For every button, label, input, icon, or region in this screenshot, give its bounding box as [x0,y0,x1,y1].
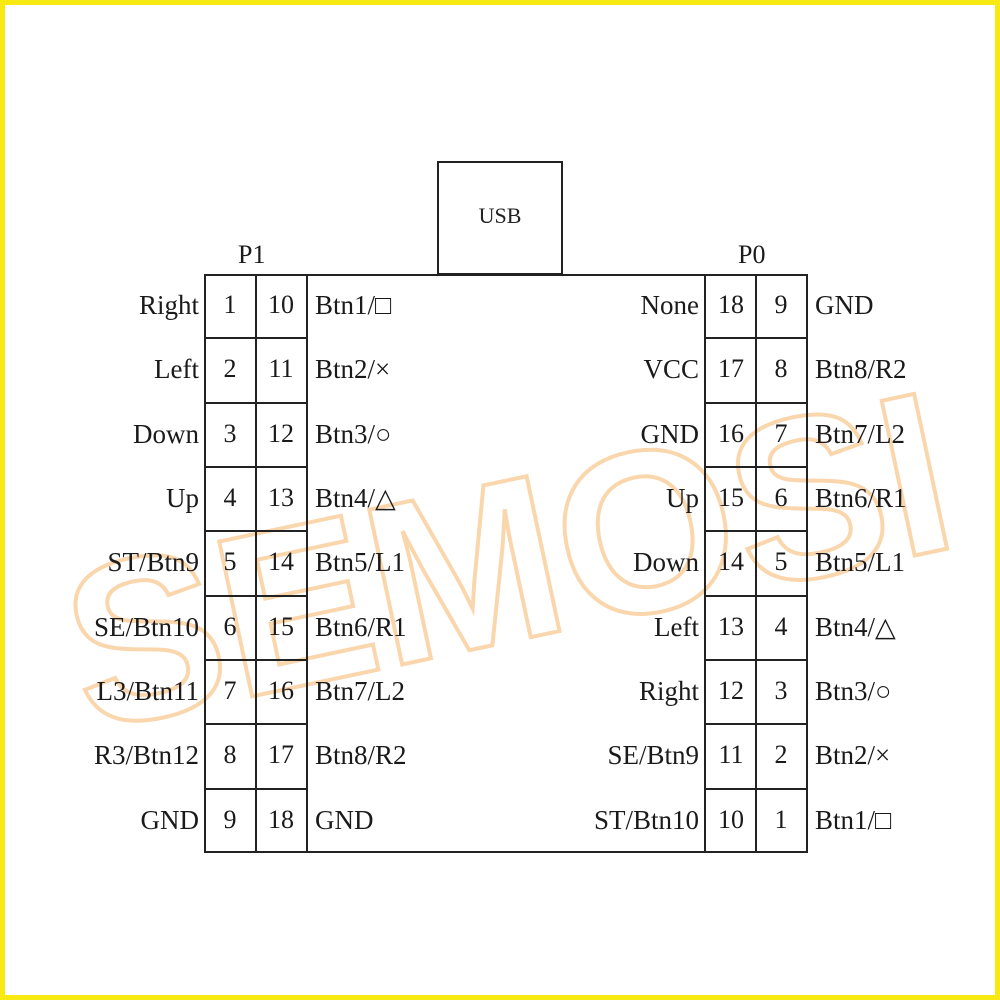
pin-number: 9 [223,804,237,834]
pin-number: 13 [718,611,744,641]
pin-row-divider [705,723,808,725]
pin-number: 16 [268,675,294,705]
pin-row-divider [204,402,307,404]
pin-signal-label: GND [815,290,874,320]
pin-signal-label: Up [666,482,699,513]
pin-signal-label: GND [140,804,200,835]
pin-signal-label: Btn4/△ [315,482,396,513]
pin-signal-label: Down [133,418,199,449]
pin-row-divider [705,402,808,404]
pin-row-divider [204,788,307,790]
pin-signal-label: VCC [643,354,699,385]
usb-label: USB [478,203,522,228]
pin-row-divider [705,595,808,597]
pin-signal-label: GND [640,418,700,449]
pin-row-divider [204,530,307,532]
pin-number: 11 [268,354,294,384]
pin-number: 7 [774,418,788,448]
p0-header: P0 [738,240,766,269]
pin-number: 8 [774,354,788,384]
pin-signal-label: Btn1/□ [815,804,892,835]
pin-number: 4 [223,482,237,512]
pin-signal-label: Up [166,482,199,513]
pin-signal-label: Btn6/R1 [815,482,907,513]
pin-signal-label: Btn2/× [315,354,391,385]
pin-row-divider [204,466,307,468]
pin-signal-label: ST/Btn10 [593,804,699,835]
pin-number: 10 [268,290,294,319]
pin-signal-label: R3/Btn12 [93,740,199,771]
pin-number: 8 [223,740,237,770]
pin-number: 9 [774,290,788,319]
pin-number: 18 [718,290,744,319]
pin-signal-label: Right [138,290,199,320]
pin-signal-label: None [640,290,699,320]
pin-number: 16 [718,418,744,448]
pin-signal-label: ST/Btn9 [107,547,199,578]
pin-signal-label: Btn5/L1 [315,547,406,578]
pin-row-divider [204,337,307,339]
pin-number: 3 [223,418,237,448]
pin-signal-label: Down [633,547,699,578]
pin-number: 3 [774,675,788,705]
pin-row-divider [705,530,808,532]
pin-number: 1 [223,290,237,319]
pin-signal-label: Left [654,611,699,642]
pin-number: 15 [268,611,294,641]
pin-number: 7 [223,675,237,705]
pin-signal-label: Left [154,354,199,385]
pin-column-divider [755,274,757,853]
pin-number: 2 [774,740,788,770]
pin-signal-label: GND [315,804,374,835]
board-outline [204,274,808,853]
pin-number: 5 [774,547,788,577]
pin-number: 14 [268,547,294,577]
pin-signal-label: Btn2/× [815,740,891,771]
pin-row-divider [204,723,307,725]
pin-column-divider [306,274,308,853]
pin-signal-label: L3/Btn11 [96,675,199,706]
pin-signal-label: SE/Btn9 [607,740,699,771]
pin-number: 18 [268,804,294,834]
pin-number: 1 [774,804,788,834]
p1-header: P1 [238,240,266,269]
pin-number: 5 [223,547,237,577]
pin-number: 15 [718,482,744,512]
pin-number: 17 [268,740,294,770]
pin-signal-label: Btn1/□ [315,290,392,320]
pin-row-divider [705,659,808,661]
pin-number: 6 [774,482,788,512]
pin-signal-label: Btn3/○ [815,675,892,706]
pin-signal-label: Btn4/△ [815,611,896,642]
pin-signal-label: Btn5/L1 [815,547,906,578]
pin-signal-label: Btn7/L2 [315,675,406,706]
pin-column-divider [704,274,706,853]
pin-row-divider [705,466,808,468]
pin-number: 13 [268,482,294,512]
pin-signal-label: SE/Btn10 [93,611,199,642]
pin-signal-label: Btn8/R2 [815,354,907,385]
pin-signal-label: Right [638,675,699,706]
pin-row-divider [705,788,808,790]
pin-signal-label: Btn6/R1 [315,611,407,642]
pin-number: 12 [268,418,294,448]
pin-number: 4 [774,611,788,641]
pin-row-divider [705,337,808,339]
pin-number: 2 [223,354,237,384]
pin-signal-label: Btn8/R2 [315,740,407,771]
pin-number: 11 [718,740,744,770]
pin-number: 10 [718,804,744,834]
pin-number: 14 [718,547,744,577]
pin-number: 17 [718,354,744,384]
pin-signal-label: Btn7/L2 [815,418,906,449]
pin-row-divider [204,659,307,661]
pin-row-divider [204,595,307,597]
pin-number: 12 [718,675,744,705]
pin-signal-label: Btn3/○ [315,418,392,449]
pin-number: 6 [223,611,237,641]
pin-column-divider [255,274,257,853]
